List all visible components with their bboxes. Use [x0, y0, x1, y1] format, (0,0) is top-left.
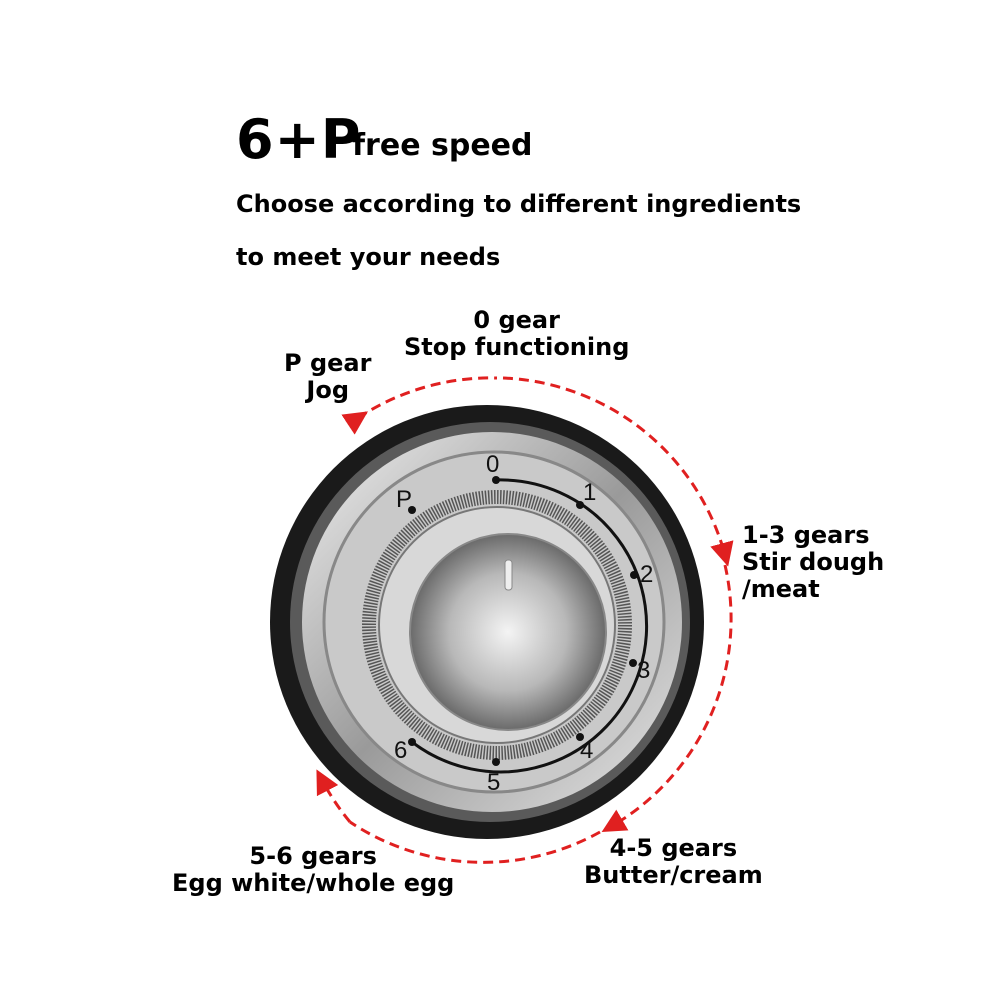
label-5-6-gears: 5-6 gears Egg white/whole egg [172, 843, 454, 897]
subtitle-line-2: to meet your needs [236, 243, 501, 271]
label-4-5-desc: Butter/cream [584, 861, 763, 889]
dial-mark-5: 5 [487, 769, 500, 796]
headline-speed: 6+P [236, 108, 362, 171]
label-0-gear-title: 0 gear [473, 306, 560, 334]
label-4-5-gears: 4-5 gears Butter/cream [584, 835, 763, 889]
label-5-6-title: 5-6 gears [249, 842, 377, 870]
dial-mark-2: 2 [640, 561, 653, 588]
subtitle-line-1: Choose according to different ingredient… [236, 190, 802, 218]
label-0-gear-desc: Stop functioning [404, 333, 630, 361]
label-p-gear: P gear Jog [284, 350, 371, 404]
dial-body: 0 1 2 3 4 5 6 P [270, 405, 704, 839]
label-p-gear-desc: Jog [306, 376, 350, 404]
red-dashed-arrows [316, 376, 734, 864]
headline-free-speed: free speed [352, 128, 533, 163]
label-1-3-desc: Stir dough [742, 548, 885, 576]
dial-mark-p: P [396, 486, 412, 513]
label-p-gear-title: P gear [284, 349, 372, 377]
dial-mark-6: 6 [394, 737, 407, 764]
dial-mark-3: 3 [637, 657, 650, 684]
label-5-6-desc: Egg white/whole egg [172, 869, 455, 897]
label-1-3-desc2: /meat [742, 575, 820, 603]
label-4-5-title: 4-5 gears [609, 834, 738, 862]
dial-mark-0: 0 [486, 451, 499, 478]
label-1-3-gears: 1-3 gears Stir dough /meat [742, 522, 884, 603]
label-1-3-title: 1-3 gears [742, 521, 870, 549]
label-0-gear: 0 gear Stop functioning [404, 307, 629, 361]
dial-mark-4: 4 [580, 737, 593, 764]
dial-mark-1: 1 [583, 479, 596, 506]
